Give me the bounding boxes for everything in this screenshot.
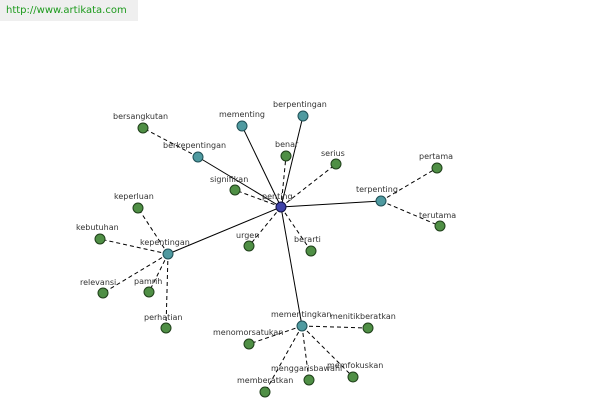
edge-penting-berpentingan — [280, 115, 304, 208]
node-pertama[interactable] — [431, 162, 443, 174]
edge-mementingkan-menitikberatkan — [301, 325, 369, 329]
edge-mementingkan-menomorsatukan — [248, 325, 303, 345]
label-memberatkan: memberatkan — [237, 376, 293, 385]
node-menggarisbawahi[interactable] — [303, 374, 315, 386]
edge-kepentingan-perhatian — [165, 253, 169, 329]
edge-penting-kepentingan — [167, 206, 282, 255]
label-menggarisbawahi: menggarisbawahi — [271, 364, 342, 373]
node-urgen[interactable] — [243, 240, 255, 252]
edge-penting-benar — [280, 155, 287, 208]
node-mementing[interactable] — [236, 120, 248, 132]
edge-mementingkan-menggarisbawahi — [301, 325, 310, 381]
node-menomorsatukan[interactable] — [243, 338, 255, 350]
label-memfokuskan: memfokuskan — [327, 361, 383, 370]
label-penting: penting — [262, 192, 293, 201]
node-kepentingan[interactable] — [162, 248, 174, 260]
node-bersangkutan[interactable] — [137, 122, 149, 134]
edge-penting-mementing — [241, 125, 282, 208]
edge-penting-berarti — [280, 206, 312, 252]
edge-penting-berkepentingan — [197, 156, 282, 208]
label-bersangkutan: bersangkutan — [113, 112, 168, 121]
label-perhatian: perhatian — [144, 313, 182, 322]
label-menitikberatkan: menitikberatkan — [330, 312, 396, 321]
node-berkepentingan[interactable] — [192, 151, 204, 163]
label-menomorsatukan: menomorsatukan — [213, 328, 283, 337]
label-terutama: terutama — [419, 211, 456, 220]
node-serius[interactable] — [330, 158, 342, 170]
edge-mementingkan-memfokuskan — [301, 325, 354, 378]
node-memberatkan[interactable] — [259, 386, 271, 398]
graph-nodes — [94, 110, 446, 398]
node-perhatian[interactable] — [160, 322, 172, 334]
edge-penting-urgen — [248, 206, 282, 247]
label-mementingkan: mementingkan — [271, 310, 331, 319]
node-pamrih[interactable] — [143, 286, 155, 298]
node-berpentingan[interactable] — [297, 110, 309, 122]
label-mementing: mementing — [219, 110, 265, 119]
node-berarti[interactable] — [305, 245, 317, 257]
label-signifikan: signifikan — [210, 175, 248, 184]
label-pamrih: pamrih — [134, 277, 162, 286]
edge-kepentingan-keperluan — [137, 207, 169, 255]
node-signifikan[interactable] — [229, 184, 241, 196]
edge-terpenting-terutama — [380, 200, 441, 227]
node-memfokuskan[interactable] — [347, 371, 359, 383]
node-kebutuhan[interactable] — [94, 233, 106, 245]
label-benar: benar — [275, 140, 299, 149]
edge-penting-serius — [280, 163, 337, 208]
label-urgen: urgen — [236, 231, 259, 240]
graph-edges — [99, 115, 441, 393]
node-terpenting[interactable] — [375, 195, 387, 207]
edge-terpenting-pertama — [380, 167, 438, 202]
edge-berkepentingan-bersangkutan — [142, 127, 199, 158]
edge-penting-mementingkan — [280, 206, 303, 327]
node-benar[interactable] — [280, 150, 292, 162]
edge-kepentingan-pamrih — [148, 253, 169, 293]
label-berpentingan: berpentingan — [273, 100, 327, 109]
label-kepentingan: kepentingan — [140, 238, 190, 247]
node-menitikberatkan[interactable] — [362, 322, 374, 334]
label-pertama: pertama — [419, 152, 453, 161]
label-relevansi: relevansi — [80, 278, 116, 287]
edge-mementingkan-memberatkan — [264, 325, 303, 393]
watermark-url: http://www.artikata.com — [0, 0, 138, 21]
node-terutama[interactable] — [434, 220, 446, 232]
label-terpenting: terpenting — [356, 185, 398, 194]
label-berarti: berarti — [294, 235, 321, 244]
edge-penting-terpenting — [280, 200, 382, 208]
label-keperluan: keperluan — [114, 192, 154, 201]
label-berkepentingan: berkepentingan — [163, 141, 226, 150]
label-kebutuhan: kebutuhan — [76, 223, 119, 232]
node-relevansi[interactable] — [97, 287, 109, 299]
node-mementingkan[interactable] — [296, 320, 308, 332]
graph-labels: penting mementing berpentingan berkepent… — [76, 100, 456, 385]
edge-kepentingan-kebutuhan — [99, 238, 169, 255]
edge-penting-signifikan — [234, 189, 282, 208]
node-keperluan[interactable] — [132, 202, 144, 214]
node-penting[interactable] — [275, 201, 287, 213]
label-serius: serius — [321, 149, 345, 158]
edge-kepentingan-relevansi — [102, 253, 169, 294]
